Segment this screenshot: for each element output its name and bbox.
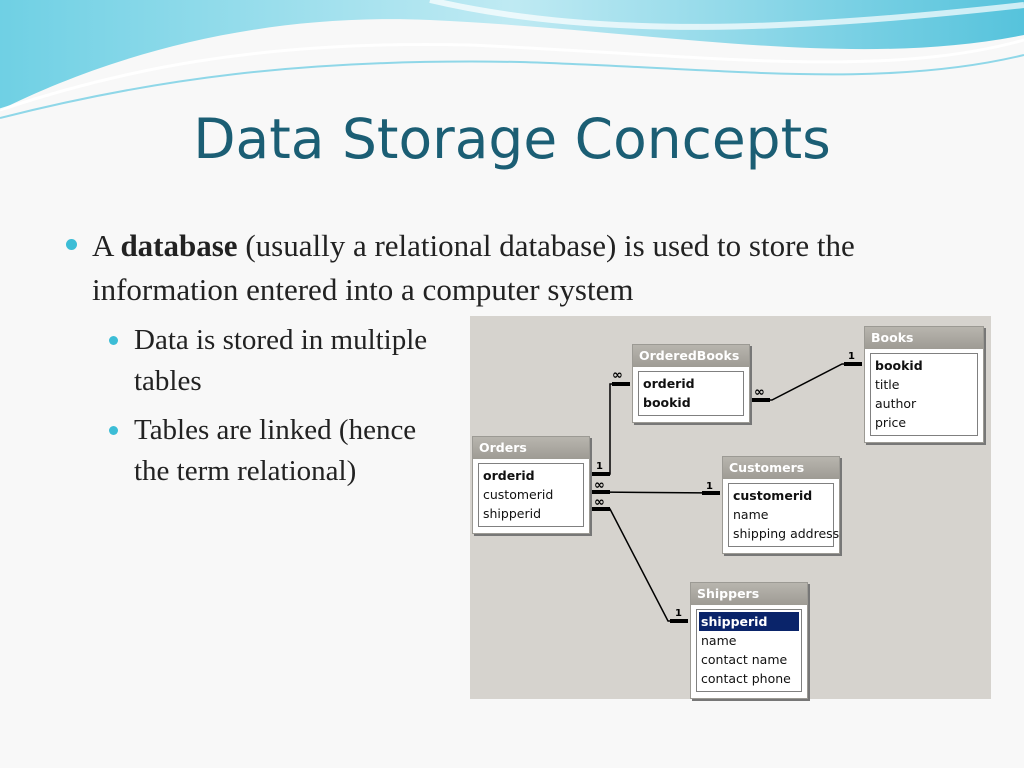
table-customers-fields: customerid name shipping address bbox=[728, 483, 840, 547]
field-orderid[interactable]: orderid bbox=[483, 468, 535, 483]
table-orders[interactable]: Orders orderid customerid shipperid bbox=[472, 436, 590, 534]
card-many-orderedbooks: ∞ bbox=[612, 368, 623, 383]
field-shipperid-selected[interactable]: shipperid bbox=[699, 612, 799, 631]
field-name[interactable]: name bbox=[701, 633, 737, 648]
table-shippers-fields: shipperid name contact name contact phon… bbox=[696, 609, 802, 692]
table-customers[interactable]: Customers customerid name shipping addre… bbox=[722, 456, 840, 554]
main-bullet-text: (usually a relational database) is used … bbox=[92, 228, 855, 307]
field-title[interactable]: title bbox=[875, 377, 900, 392]
rel-orders-customers bbox=[591, 491, 721, 494]
table-orders-title[interactable]: Orders bbox=[473, 437, 589, 459]
sub-bullet-tables-linked: Tables are linked (hence the term relati… bbox=[109, 410, 454, 492]
card-many-orderedbooks-bookid: ∞ bbox=[754, 385, 765, 400]
field-price[interactable]: price bbox=[875, 415, 907, 430]
table-books-fields: bookid title author price bbox=[870, 353, 978, 436]
field-customerid[interactable]: customerid bbox=[733, 488, 813, 503]
card-many-orders-shipper: ∞ bbox=[594, 495, 605, 510]
card-many-orders-customer: ∞ bbox=[594, 478, 605, 493]
field-bookid[interactable]: bookid bbox=[643, 395, 691, 410]
field-name[interactable]: name bbox=[733, 507, 769, 522]
main-bullet: A database (usually a relational databas… bbox=[66, 224, 992, 312]
main-bullet-bold-term: database bbox=[120, 228, 238, 263]
table-customers-title[interactable]: Customers bbox=[723, 457, 839, 479]
card-one-books: 1 bbox=[848, 351, 855, 362]
slide-title: Data Storage Concepts bbox=[193, 107, 831, 171]
relationship-lines: 1 ∞ ∞ 1 ∞ 1 ∞ 1 bbox=[591, 351, 862, 623]
field-contact-phone[interactable]: contact phone bbox=[701, 671, 791, 686]
table-shippers[interactable]: Shippers shipperid name contact name con… bbox=[690, 582, 808, 699]
field-author[interactable]: author bbox=[875, 396, 917, 411]
field-bookid[interactable]: bookid bbox=[875, 358, 923, 373]
field-shipping-address[interactable]: shipping address bbox=[733, 526, 840, 541]
table-orderedbooks-fields: orderid bookid bbox=[638, 371, 744, 416]
rel-orderedbooks-books bbox=[752, 363, 862, 401]
table-books-title[interactable]: Books bbox=[865, 327, 983, 349]
card-one-customers: 1 bbox=[706, 481, 713, 492]
field-shipperid[interactable]: shipperid bbox=[483, 506, 542, 521]
relationship-diagram: 1 ∞ ∞ 1 ∞ 1 ∞ 1 OrderedBooks orderid boo… bbox=[470, 316, 991, 699]
card-one-shippers: 1 bbox=[675, 608, 682, 619]
table-orderedbooks-title[interactable]: OrderedBooks bbox=[633, 345, 749, 367]
table-books[interactable]: Books bookid title author price bbox=[864, 326, 984, 443]
rel-orders-shippers bbox=[592, 508, 688, 622]
table-orderedbooks[interactable]: OrderedBooks orderid bookid bbox=[632, 344, 750, 423]
main-bullet-prefix: A bbox=[92, 228, 121, 263]
field-orderid[interactable]: orderid bbox=[643, 376, 695, 391]
field-customerid[interactable]: customerid bbox=[483, 487, 554, 502]
card-one-orders: 1 bbox=[596, 461, 603, 472]
table-shippers-title[interactable]: Shippers bbox=[691, 583, 807, 605]
field-contact-name[interactable]: contact name bbox=[701, 652, 788, 667]
header-wave-decoration bbox=[0, 0, 1024, 119]
table-orders-fields: orderid customerid shipperid bbox=[478, 463, 584, 527]
sub-bullet-multiple-tables: Data is stored in multiple tables bbox=[109, 320, 454, 402]
